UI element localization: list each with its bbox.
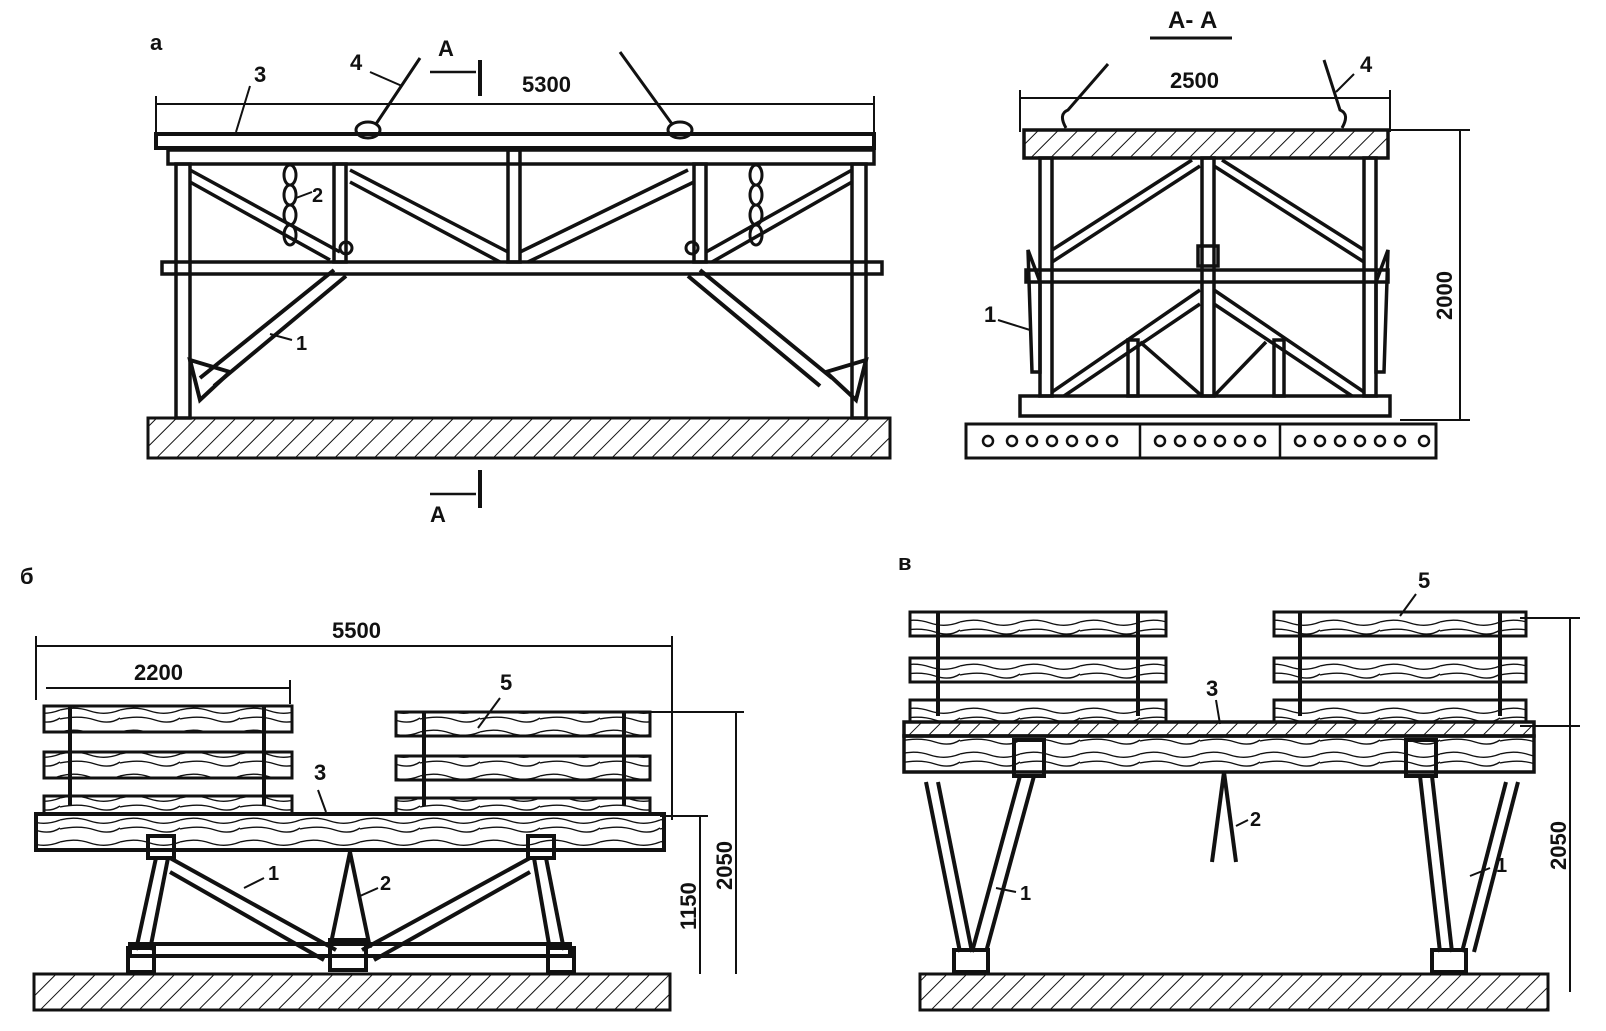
callouts-v: 3 5 1 1 2 [995, 568, 1507, 905]
deck-platform-b [34, 812, 666, 852]
posts-a [174, 148, 868, 420]
section-mark-bottom: А [430, 470, 482, 527]
svg-text:1: 1 [296, 333, 307, 355]
ground-slab-v [918, 972, 1550, 1012]
deck-section [1022, 128, 1390, 160]
svg-text:1150: 1150 [676, 882, 701, 930]
support-frame-b [126, 834, 576, 974]
material-stack-v-left [908, 610, 1168, 724]
svg-text:2050: 2050 [712, 841, 737, 890]
dimension-2050-b: 2050 [650, 711, 744, 974]
callouts-b: 3 5 1 2 [243, 670, 512, 897]
truss-diagonals-a [189, 168, 853, 264]
svg-text:2: 2 [1250, 809, 1261, 831]
mid-beam-section [1024, 268, 1390, 284]
svg-text:А: А [438, 36, 454, 61]
callouts-a: 3 4 2 1 [235, 50, 403, 355]
svg-text:5300: 5300 [522, 72, 571, 97]
slab-voids [981, 424, 1431, 458]
section-bracing [1051, 158, 1365, 398]
svg-text:3: 3 [314, 760, 326, 785]
svg-text:5500: 5500 [332, 618, 381, 643]
svg-text:5: 5 [1418, 568, 1430, 593]
chain-links-a [282, 163, 764, 256]
svg-text:5: 5 [500, 670, 512, 695]
mid-rail-a [160, 260, 884, 276]
section-title: А- А [1168, 7, 1217, 34]
deck-beam-v [902, 734, 1536, 774]
deck-platform-v [902, 720, 1536, 738]
dimension-5300: 5300 [155, 72, 875, 140]
deck-platform-a [154, 132, 876, 150]
material-stack-left [42, 704, 294, 816]
section-slings [1061, 59, 1347, 129]
section-posts [1038, 156, 1378, 398]
figure-section-aa: А- А 2500 2000 [964, 7, 1470, 460]
svg-text:1: 1 [268, 863, 279, 885]
svg-text:3: 3 [254, 62, 266, 87]
lifting-slings-a [354, 51, 694, 140]
dimension-2500: 2500 [1019, 68, 1391, 132]
svg-text:А: А [430, 502, 446, 527]
panel-label-a: а [150, 30, 163, 55]
ground-slab-b [32, 972, 672, 1012]
dimension-1150: 1150 [660, 815, 708, 974]
panel-label-b: б [20, 564, 34, 589]
svg-text:1: 1 [1020, 883, 1031, 905]
support-braces-a [187, 268, 869, 404]
ground-slab-a [146, 416, 892, 460]
svg-text:3: 3 [1206, 676, 1218, 701]
svg-text:2: 2 [380, 873, 391, 895]
material-stack-v-right [1272, 610, 1528, 724]
svg-text:1: 1 [984, 302, 996, 327]
section-side-braces [1026, 249, 1390, 374]
dimension-2000: 2000 [1390, 129, 1470, 421]
figure-a: а 5300 [146, 30, 892, 527]
svg-text:2000: 2000 [1432, 271, 1457, 320]
bottom-sill [1018, 394, 1392, 418]
dimension-2050-v: 2050 [1520, 617, 1580, 992]
section-mark-top: А [430, 36, 482, 96]
svg-text:2: 2 [312, 185, 323, 207]
dimension-5500: 5500 [35, 618, 673, 820]
callouts-section: 1 4 [984, 52, 1373, 331]
figure-v: в 2050 [898, 550, 1580, 1012]
support-legs-v [924, 738, 1520, 974]
panel-label-v: в [898, 550, 912, 575]
svg-text:2500: 2500 [1170, 68, 1219, 93]
figure-b: б 5500 2200 1150 2050 [20, 564, 744, 1012]
svg-text:4: 4 [350, 50, 363, 75]
dimension-2200: 2200 [46, 660, 291, 704]
svg-text:4: 4 [1360, 52, 1373, 77]
svg-text:2050: 2050 [1546, 821, 1571, 870]
material-stack-right [394, 710, 652, 816]
hollow-core-slab [964, 422, 1438, 460]
svg-text:1: 1 [1496, 855, 1507, 877]
svg-text:2200: 2200 [134, 660, 183, 685]
